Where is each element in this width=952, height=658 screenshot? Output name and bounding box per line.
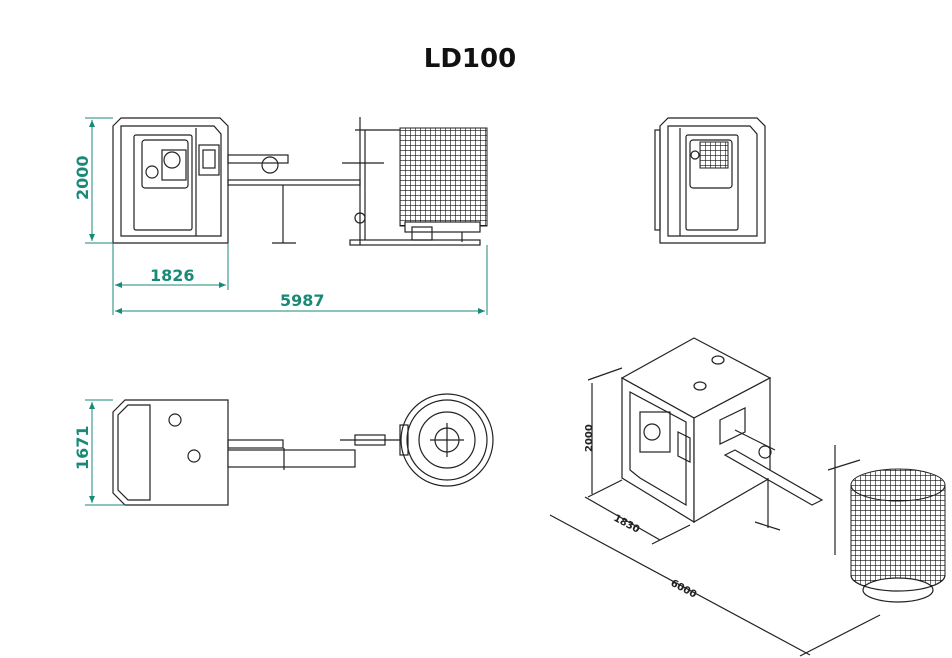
dim-iso-height: 2000 xyxy=(584,424,595,452)
front-view xyxy=(112,117,488,246)
top-dimensions: 1671 xyxy=(73,399,125,506)
top-view xyxy=(112,393,494,506)
dim-front-width: 1826 xyxy=(150,266,195,285)
side-view xyxy=(654,117,766,244)
dim-iso-length: 6000 xyxy=(669,578,699,601)
dim-iso-width: 1830 xyxy=(612,513,642,536)
isometric-view xyxy=(620,337,946,603)
dim-top-depth: 1671 xyxy=(73,425,92,470)
front-dimensions: 2000 1826 5987 xyxy=(73,117,488,315)
dim-front-height: 2000 xyxy=(73,155,92,200)
drawing-title: LD100 xyxy=(423,44,517,74)
dim-overall-length: 5987 xyxy=(280,291,325,310)
